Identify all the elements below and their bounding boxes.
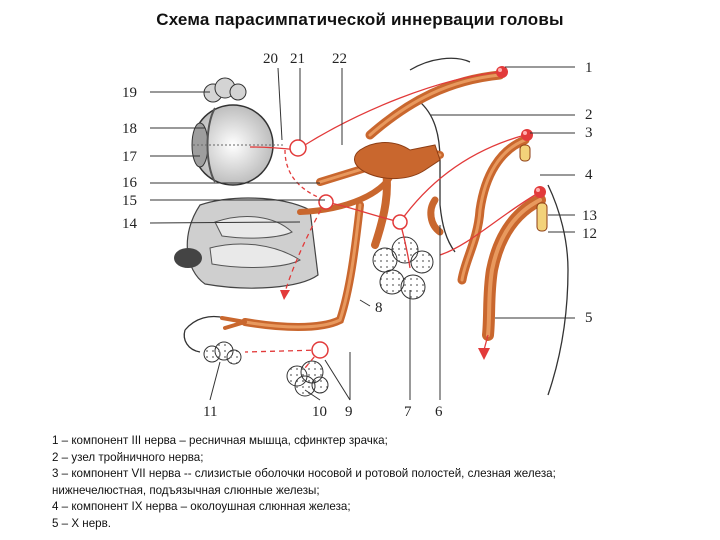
- submandibular-ganglion: [311, 341, 329, 359]
- ciliary-ganglion: [289, 139, 307, 157]
- nasal-arrow-icon: [280, 290, 290, 300]
- callout-22: 22: [332, 51, 347, 67]
- nuclei: [496, 66, 546, 198]
- callout-3: 3: [585, 125, 593, 141]
- legend-item: нижнечелюстная, подъязычная слюнные желе…: [52, 483, 320, 497]
- callout-19: 19: [122, 85, 137, 101]
- brainstem-nuclei: [519, 144, 548, 232]
- legend-item: 3 – компонент VII нерва -- слизистые обо…: [52, 467, 556, 481]
- callout-6: 6: [435, 404, 443, 420]
- callout-13: 13: [582, 208, 597, 224]
- innervation-diagram: 1 2 3 4 5 6 7 8 9 10 11 12 13 14 15 16 1…: [122, 51, 597, 420]
- diagram-title: Схема парасимпатической иннервации голов…: [156, 10, 564, 29]
- otic-ganglion: [392, 214, 408, 230]
- callout-20: 20: [263, 51, 278, 67]
- callout-17: 17: [122, 149, 138, 165]
- legend-item: 5 – X нерв.: [52, 516, 111, 530]
- callout-numbers: 1 2 3 4 5 6 7 8 9 10 11 12 13 14 15 16 1…: [122, 51, 597, 420]
- callout-10: 10: [312, 404, 327, 420]
- parasympathetic-ganglia: [289, 139, 408, 359]
- nasal-cavity: [174, 197, 319, 289]
- callout-12: 12: [582, 226, 597, 242]
- callout-8: 8: [375, 300, 383, 316]
- pterygopalatine-ganglion: [318, 194, 334, 210]
- callout-4: 4: [585, 167, 593, 183]
- callout-5: 5: [585, 310, 593, 326]
- callout-2: 2: [585, 107, 593, 123]
- legend-item: 4 – компонент IX нерва – околоушная слюн…: [52, 500, 351, 514]
- legend-item: 1 – компонент III нерва – ресничная мышц…: [52, 434, 388, 447]
- callout-7: 7: [404, 404, 412, 420]
- leader-lines: [149, 66, 575, 401]
- callout-15: 15: [122, 193, 137, 209]
- callout-9: 9: [345, 404, 353, 420]
- parasympathetic-fibers: [244, 71, 541, 369]
- parotid-gland: [372, 236, 434, 300]
- callout-11: 11: [203, 404, 217, 420]
- trigeminal-ganglion: [354, 142, 441, 180]
- eyeball: [191, 104, 285, 186]
- callout-14: 14: [122, 216, 138, 232]
- lacrimal-gland: [203, 77, 247, 103]
- nuclei-highlight: [498, 68, 540, 192]
- callout-18: 18: [122, 121, 137, 137]
- legend-item: 2 – узел тройничного нерва;: [52, 450, 204, 464]
- sublingual-gland: [203, 341, 242, 365]
- callout-21: 21: [290, 51, 305, 67]
- callout-16: 16: [122, 175, 138, 191]
- callout-1: 1: [585, 60, 593, 76]
- legend: 1 – компонент III нерва – ресничная мышц…: [52, 433, 692, 533]
- vagus-arrow-icon: [478, 348, 490, 360]
- submandibular-gland: [286, 360, 329, 397]
